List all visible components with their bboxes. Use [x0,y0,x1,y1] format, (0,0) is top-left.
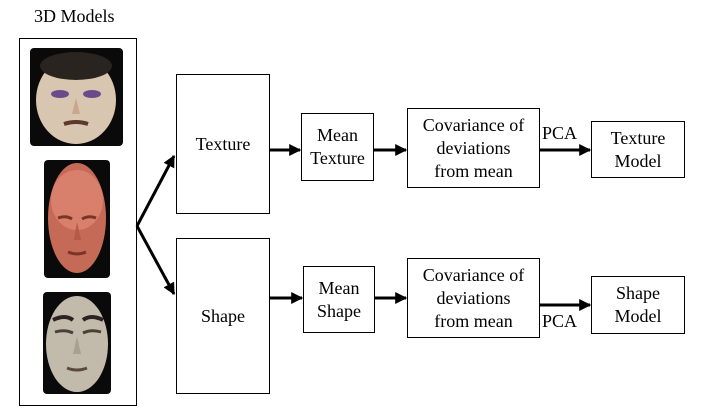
shape-model-line2: Model [614,306,662,326]
fork-arrow-texture [135,154,176,227]
shape-model-box: Shape Model [591,276,685,334]
covariance-shape-box: Covariance of deviations from mean [407,258,540,338]
fork-arrow-shape [135,225,176,296]
texture-model-box: Texture Model [591,121,685,178]
covariance-shape-line1: Covariance of [422,264,525,285]
mean-texture-line1: Mean [317,125,358,145]
shape-source-label: Shape [201,305,245,326]
shape-model-line1: Shape [616,283,660,303]
texture-source-label: Texture [195,133,251,154]
texture-model-line2: Model [614,150,662,171]
pca-label-shape: PCA [542,311,578,331]
mean-shape-box: Mean Shape [303,266,375,333]
pca-label-texture: PCA [542,123,578,143]
texture-source-box: Texture [176,74,270,214]
covariance-texture-line3: from mean [434,160,513,181]
mean-shape-line1: Mean [318,277,360,298]
face-photo-1-icon [30,48,123,146]
face-photo-3-icon [43,292,111,394]
diagram-title: 3D Models [34,6,115,26]
mean-texture-line2: Texture [310,148,365,168]
texture-model-line1: Texture [610,127,666,148]
mean-texture-box: Mean Texture [301,113,374,181]
covariance-texture-box: Covariance of deviations from mean [407,108,540,188]
covariance-texture-line1: Covariance of [422,114,525,135]
covariance-texture-line2: deviations [436,137,511,158]
covariance-shape-line2: deviations [436,287,511,308]
shape-source-box: Shape [176,238,270,394]
mean-shape-line2: Shape [317,300,361,321]
covariance-shape-line3: from mean [434,310,513,331]
face-photo-2-icon [44,160,110,278]
